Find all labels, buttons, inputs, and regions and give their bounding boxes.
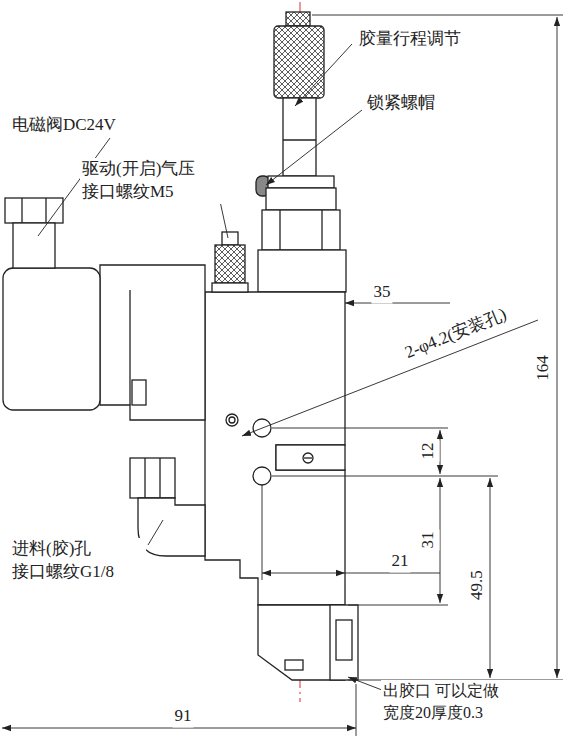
valve-body [262,210,340,250]
leader-lines [242,320,538,436]
valve-body [274,26,324,98]
valve-body [286,12,310,26]
callout-label: 电磁阀DC24V [10,114,118,137]
valve-body [253,467,271,485]
dimension-lines [440,430,441,474]
dimension-value: 91 [173,705,194,728]
valve-body [3,12,358,680]
dimension-lines [312,15,563,16]
dimension-lines [2,15,563,736]
valve-body [304,457,312,458]
dimension-lines [356,684,357,736]
valve-body [130,458,175,498]
valve-body [138,498,205,556]
valve-body [5,198,63,223]
dimension-lines [262,485,263,580]
dimension-lines [557,17,558,678]
valve-body [303,453,313,463]
dimension-value: 164 [532,353,555,383]
valve-body [21,198,22,223]
dimension-lines [348,605,448,606]
dimension-lines [345,573,440,574]
valve-body [205,292,345,605]
valve-body [159,458,160,498]
valve-body [321,210,322,250]
valve-body [226,414,238,426]
dimension-value: 31 [417,530,440,551]
valve-body [144,458,145,498]
dimension-value: 12 [417,441,440,462]
dimension-lines [345,303,450,304]
dimension-value: 21 [390,550,411,573]
leader-lines [295,44,352,106]
valve-body [215,245,245,283]
dimension-lines [272,476,498,477]
valve-body [330,605,358,680]
dimension-lines [272,428,448,429]
dimension-lines [490,478,491,678]
callout-label: 出胶口 可以定做 宽度20厚度0.3 [381,680,567,723]
dimension-lines [440,478,441,603]
callout-label: 进料(胶)孔 接口螺纹G1/8 [10,538,146,584]
valve-body [222,232,238,245]
leader-lines [148,520,163,545]
valve-body [266,188,336,210]
valve-body [258,250,346,292]
dimension-lines [2,728,356,729]
valve-body [276,445,345,470]
valve-body [45,198,46,223]
leader-lines [266,110,362,185]
valve-body [132,380,146,405]
dimension-value: 49.5 [466,568,489,602]
dimension-lines [262,573,345,574]
callout-label: 胶量行程调节 [357,28,463,51]
valve-body [283,98,316,176]
leader-lines [38,44,538,690]
valve-body [100,265,205,420]
valve-body [336,620,352,660]
leader-lines [348,677,382,690]
valve-body [279,210,280,250]
valve-body [129,290,130,405]
valve-body [3,268,100,410]
valve-body [285,660,303,670]
hole-callout: 2-φ4.2(安装孔) [400,302,512,365]
callout-label: 锁紧螺帽 [365,92,437,115]
valve-body [13,223,55,268]
callout-label: 驱动(开启)气压 接口螺纹M5 [80,158,224,204]
dimension-value: 35 [372,281,393,304]
valve-body [283,139,316,140]
valve-body [229,417,235,423]
valve-body [212,283,248,292]
valve-body [268,176,334,188]
